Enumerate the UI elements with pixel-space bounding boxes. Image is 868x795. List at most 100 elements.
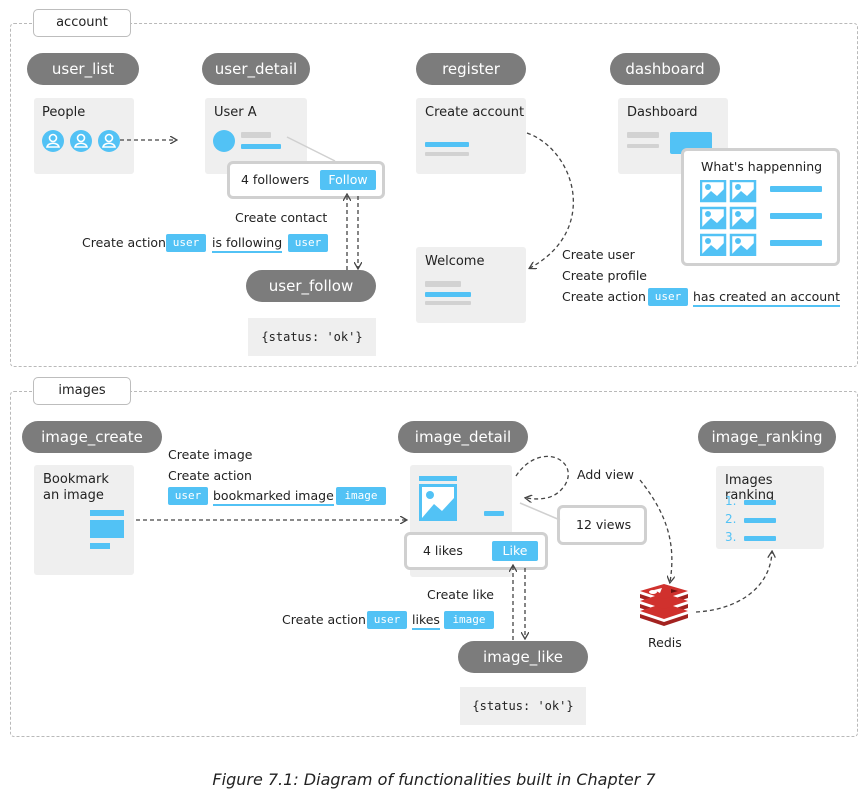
user-chip: user bbox=[168, 487, 208, 505]
like-response: {status: 'ok'} bbox=[460, 687, 586, 725]
people-card-title: People bbox=[42, 105, 86, 120]
ranking-bar bbox=[744, 536, 776, 541]
bookmarklet-block bbox=[90, 520, 124, 538]
image-icon bbox=[729, 180, 757, 203]
image-icon bbox=[729, 206, 757, 230]
create-image-label: Create image bbox=[168, 447, 253, 462]
images-ranking-title: Images ranking bbox=[725, 473, 775, 503]
image-chip: image bbox=[444, 611, 494, 629]
placeholder-bar bbox=[425, 292, 471, 297]
image-ranking-view: image_ranking bbox=[698, 421, 836, 453]
image-icon bbox=[700, 180, 727, 203]
images-ranking-card: Images ranking 1. 2. 3. bbox=[716, 466, 824, 549]
connector-line bbox=[519, 502, 561, 521]
placeholder-bar bbox=[241, 132, 271, 138]
ranking-bar bbox=[744, 500, 776, 505]
is-following-label: is following bbox=[212, 235, 283, 253]
create-action-label: Create action bbox=[562, 289, 646, 304]
like-popup: 4 likes Like bbox=[404, 532, 548, 570]
add-view-label: Add view bbox=[577, 467, 634, 482]
create-account-title: Create account bbox=[425, 105, 525, 120]
image-icon bbox=[419, 476, 457, 521]
views-popup: 12 views bbox=[557, 505, 647, 545]
placeholder-bar bbox=[627, 132, 659, 138]
stream-line bbox=[770, 240, 822, 246]
create-profile-label: Create profile bbox=[562, 268, 647, 283]
figure-caption: Figure 7.1: Diagram of functionalities b… bbox=[212, 770, 656, 789]
bookmarklet-block bbox=[90, 510, 124, 516]
redis-label: Redis bbox=[648, 635, 682, 650]
user-chip: user bbox=[288, 234, 328, 252]
user-list-view: user_list bbox=[27, 53, 139, 85]
image-icon bbox=[700, 206, 727, 230]
activity-stream-title: What's happenning bbox=[701, 159, 823, 174]
ranking-number: 2. bbox=[725, 512, 737, 526]
arrow bbox=[695, 552, 772, 613]
redis-icon bbox=[640, 584, 688, 626]
avatar bbox=[213, 130, 235, 152]
user-chip: user bbox=[367, 611, 407, 629]
followers-count: 4 followers bbox=[241, 172, 310, 187]
image-chip: image bbox=[336, 487, 386, 505]
bookmarked-image-label: bookmarked image bbox=[213, 488, 334, 506]
account-section bbox=[10, 23, 858, 367]
follow-popup: 4 followers Follow bbox=[227, 161, 385, 199]
placeholder-bar bbox=[484, 511, 504, 516]
placeholder-bar bbox=[627, 144, 659, 148]
create-user-label: Create user bbox=[562, 247, 635, 262]
bookmark-card: Bookmark an image bbox=[34, 465, 134, 575]
create-contact-label: Create contact bbox=[235, 210, 328, 225]
placeholder-bar bbox=[425, 281, 461, 287]
user-detail-view: user_detail bbox=[202, 53, 310, 85]
dashboard-card: Dashboard bbox=[618, 98, 728, 174]
create-action-label: Create action bbox=[82, 235, 166, 250]
stream-line bbox=[770, 186, 822, 192]
dashboard-view: dashboard bbox=[610, 53, 720, 85]
likes-label: likes bbox=[412, 612, 440, 630]
placeholder-bar bbox=[425, 142, 469, 147]
like-button[interactable]: Like bbox=[492, 541, 538, 561]
placeholder-bar bbox=[241, 144, 281, 149]
image-create-view: image_create bbox=[22, 421, 162, 453]
create-action-label: Create action bbox=[168, 468, 252, 483]
welcome-card-title: Welcome bbox=[425, 254, 485, 269]
activity-stream-popup: What's happenning bbox=[681, 148, 840, 266]
create-action-label: Create action bbox=[282, 612, 366, 627]
bookmark-card-title: Bookmark an image bbox=[43, 472, 109, 503]
connector-line bbox=[286, 136, 336, 162]
images-section bbox=[10, 391, 858, 737]
image-icon bbox=[700, 233, 727, 256]
arrow bbox=[526, 132, 574, 268]
images-section-tag: images bbox=[33, 377, 131, 405]
follow-response: {status: 'ok'} bbox=[248, 318, 376, 356]
create-account-card: Create account bbox=[416, 98, 526, 174]
welcome-card: Welcome bbox=[416, 247, 526, 323]
arrow bbox=[515, 455, 569, 499]
image-thumbnails bbox=[700, 180, 757, 256]
placeholder-bar bbox=[425, 152, 469, 156]
image-detail-view: image_detail bbox=[398, 421, 528, 453]
user-follow-view: user_follow bbox=[246, 270, 376, 302]
image-icon bbox=[729, 233, 757, 256]
arrow bbox=[639, 479, 672, 582]
register-view: register bbox=[416, 53, 526, 85]
dashboard-card-title: Dashboard bbox=[627, 105, 698, 120]
ranking-bar bbox=[744, 518, 776, 523]
account-section-tag: account bbox=[33, 9, 131, 37]
create-like-label: Create like bbox=[427, 587, 494, 602]
user-chip: user bbox=[166, 234, 206, 252]
user-a-card-title: User A bbox=[214, 105, 257, 120]
bookmarklet-block bbox=[90, 543, 110, 549]
views-count: 12 views bbox=[576, 517, 632, 532]
follow-button[interactable]: Follow bbox=[320, 170, 376, 190]
ranking-number: 3. bbox=[725, 530, 737, 544]
people-icons bbox=[46, 133, 116, 148]
user-chip: user bbox=[648, 288, 688, 306]
likes-count: 4 likes bbox=[423, 543, 463, 558]
image-like-view: image_like bbox=[458, 641, 588, 673]
ranking-number: 1. bbox=[725, 494, 737, 508]
stream-line bbox=[770, 213, 822, 219]
has-created-account-label: has created an account bbox=[693, 289, 841, 307]
placeholder-bar bbox=[425, 301, 471, 305]
